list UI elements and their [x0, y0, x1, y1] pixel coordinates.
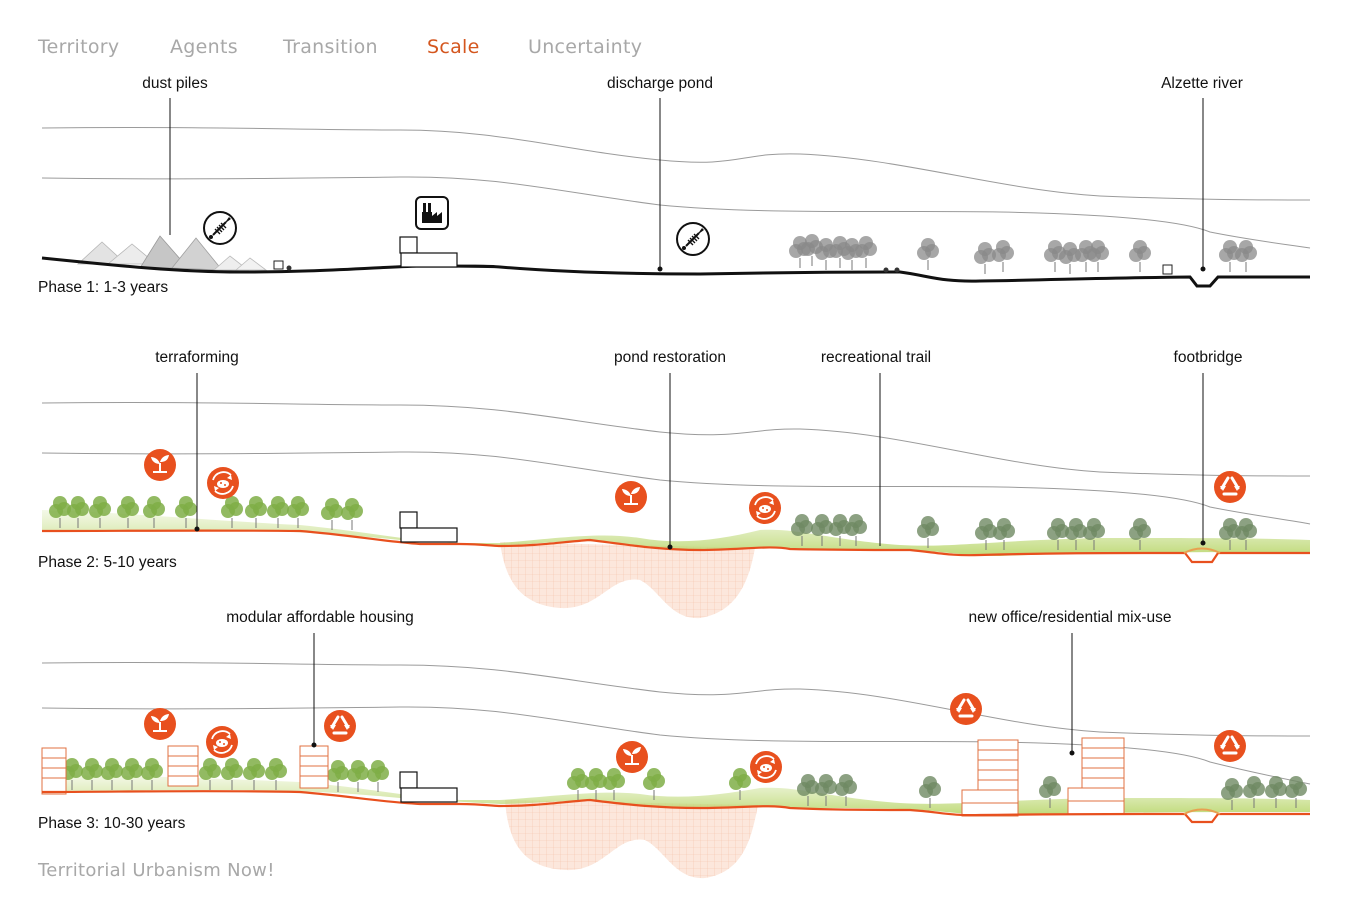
modular-housing: [41, 745, 329, 795]
tab-bar: Territory Agents Transition Scale Uncert…: [38, 36, 658, 58]
recycle-icon: [1212, 728, 1248, 764]
annotation-dust-piles: dust piles: [142, 75, 208, 92]
annotation-discharge-pond: discharge pond: [607, 75, 713, 92]
factory-building: [399, 236, 458, 268]
office-residential-blocks: [961, 737, 1125, 817]
fishbone-shovel-icon: [203, 211, 237, 245]
tab-territory[interactable]: Territory: [38, 36, 120, 58]
sprout-icon: [143, 448, 177, 482]
recycle-icon: [322, 708, 358, 744]
factory-icon: [415, 196, 449, 230]
phase-1-section: dust piles discharge pond Alzette river …: [38, 75, 1311, 296]
annotation-pond-restoration: pond restoration: [614, 349, 726, 366]
compost-cycle-icon: [749, 750, 783, 784]
annotation-alzette-river: Alzette river: [1161, 75, 1243, 92]
sprout-icon: [614, 480, 648, 514]
recycle-icon: [948, 691, 984, 727]
annotation-terraforming: terraforming: [155, 349, 239, 366]
phase-3-label: Phase 3: 10-30 years: [38, 815, 186, 832]
soil-remediation-zone: [500, 542, 755, 619]
soil-remediation-zone: [505, 800, 758, 879]
phase-3-section: modular affordable housing new office/re…: [38, 609, 1311, 879]
annotation-recreational-trail: recreational trail: [821, 349, 931, 366]
recycle-icon: [1212, 469, 1248, 505]
footer-title: Territorial Urbanism Now!: [38, 860, 275, 881]
annotation-office-residential-mix-use: new office/residential mix-use: [968, 609, 1171, 626]
annotation-modular-affordable-housing: modular affordable housing: [226, 609, 414, 626]
compost-cycle-icon: [205, 725, 239, 759]
phase-2-label: Phase 2: 5-10 years: [38, 554, 177, 571]
phase-1-label: Phase 1: 1-3 years: [38, 279, 168, 296]
compost-cycle-icon: [748, 491, 782, 525]
vegetation-band: [42, 510, 1310, 556]
dust-piles: [76, 235, 268, 271]
tab-scale[interactable]: Scale: [427, 36, 480, 58]
annotation-footbridge: footbridge: [1174, 349, 1243, 366]
tree-cluster-grey: [788, 233, 1258, 275]
tab-agents[interactable]: Agents: [170, 36, 238, 58]
sprout-icon: [143, 707, 177, 741]
tab-transition[interactable]: Transition: [283, 36, 378, 58]
phase-2-section: terraforming pond restoration recreation…: [38, 349, 1311, 619]
compost-cycle-icon: [206, 466, 240, 500]
tab-uncertainty[interactable]: Uncertainty: [528, 36, 643, 58]
fishbone-shovel-icon: [676, 222, 710, 256]
sprout-icon: [615, 740, 649, 774]
